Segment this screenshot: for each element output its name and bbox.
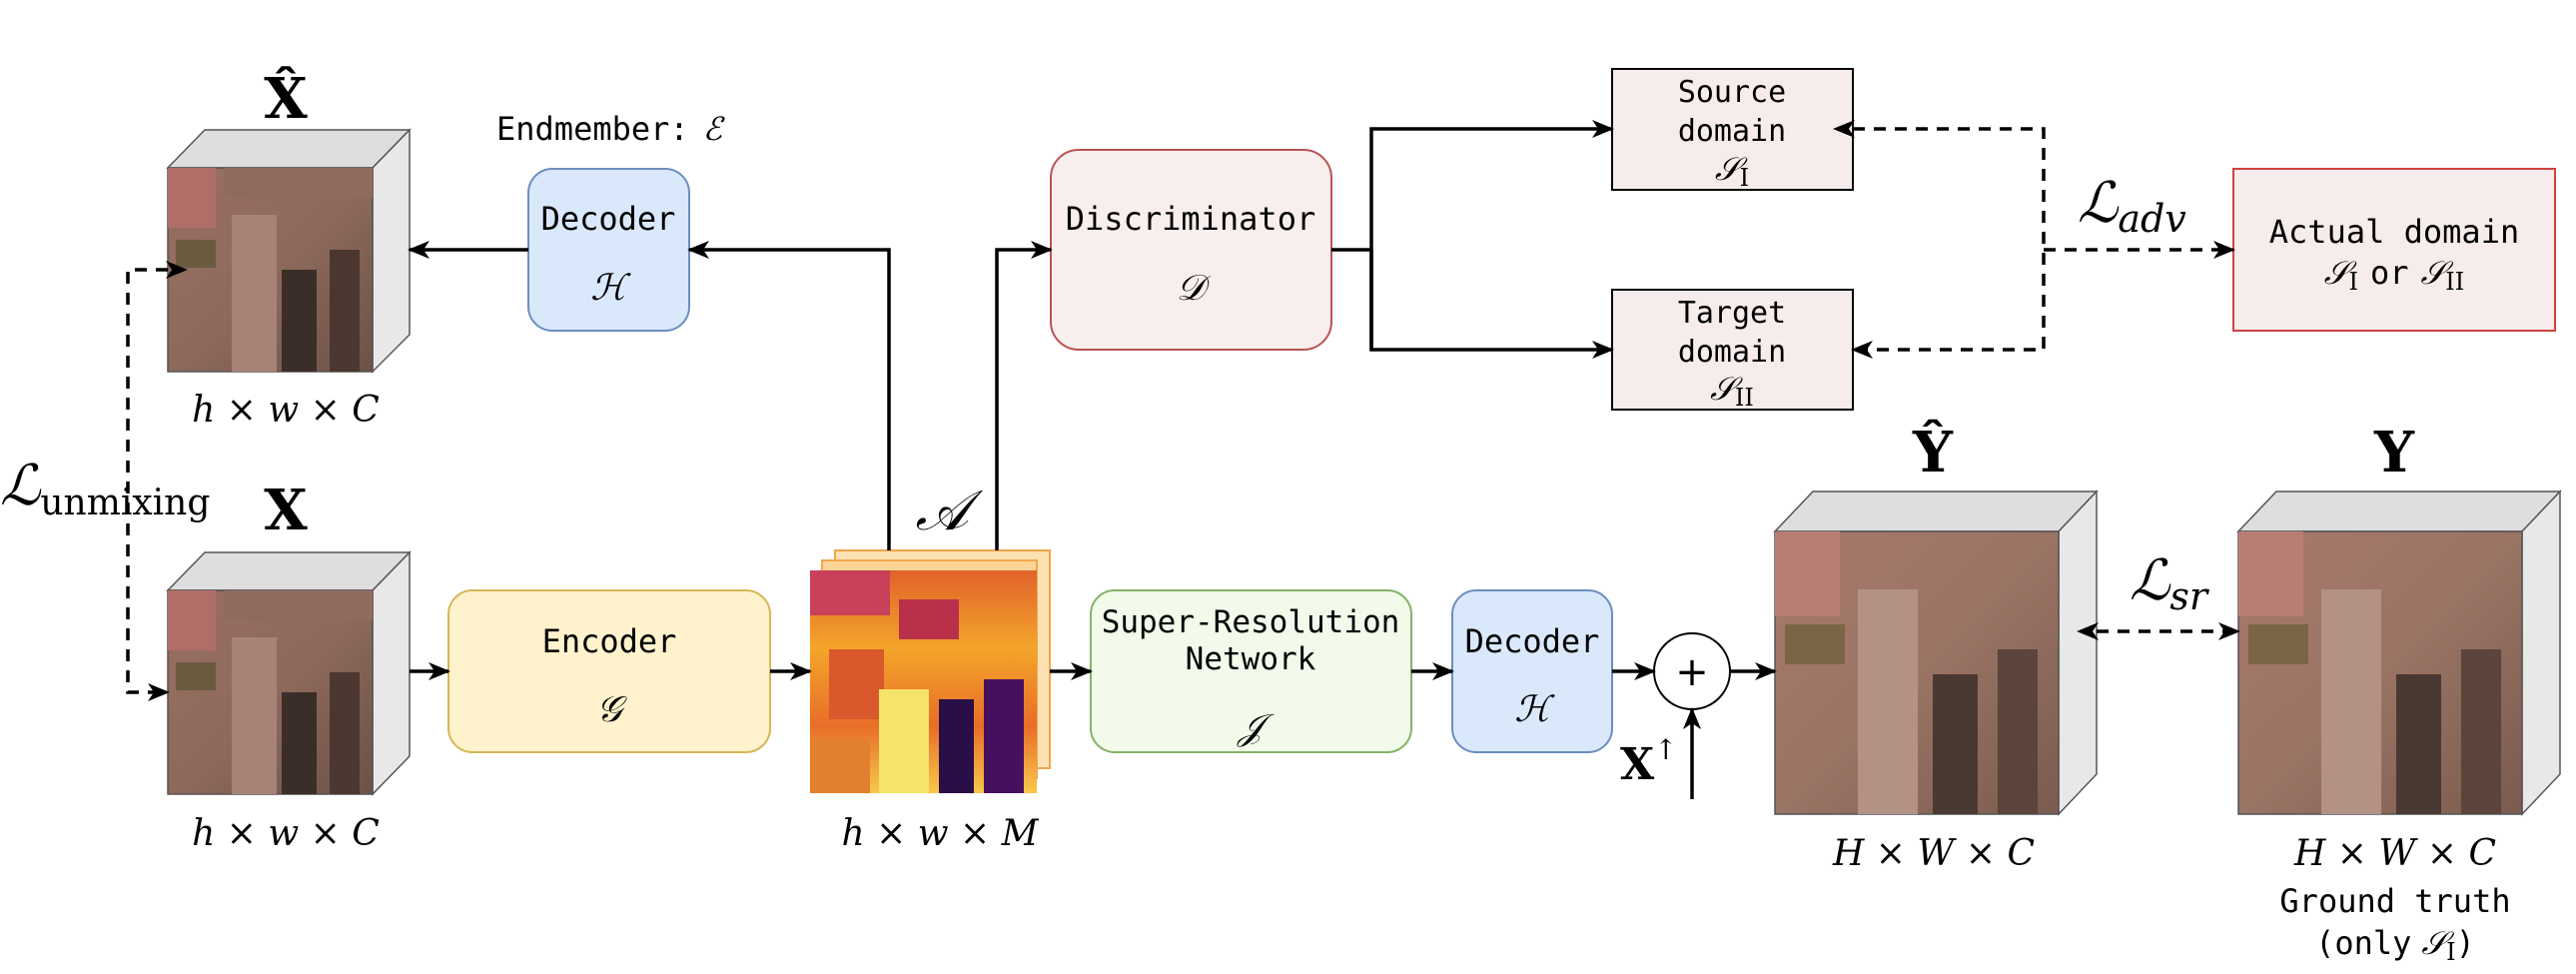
upsampled-input-label: X↑	[1620, 733, 1678, 790]
discriminator-title: Discriminator	[1066, 200, 1315, 238]
unmixing-loss-subscript: unmixing	[40, 483, 210, 523]
endmember-prefix: Endmember:	[496, 110, 689, 148]
decoder-bottom-title: Decoder	[1465, 622, 1600, 660]
endmember-label: Endmember: ℰ	[496, 110, 726, 148]
sr-output-dims: H × W × C	[1832, 833, 2035, 874]
adv-loss-label: ℒadv	[2078, 171, 2186, 241]
sr-output-cube	[1773, 489, 2099, 816]
sr-network-line2: Network	[1186, 641, 1316, 677]
ground-truth-cube	[2236, 489, 2562, 816]
recon-symbol: X̂	[264, 65, 308, 132]
abundance-symbol: 𝒜	[916, 479, 984, 543]
target-domain-box	[1611, 289, 1854, 411]
actual-domain-line1: Actual domain	[2269, 213, 2519, 251]
input-hsi-cube	[166, 550, 412, 796]
ground-truth-dims: H × W × C	[2293, 833, 2496, 874]
ground-truth-caption-line1: Ground truth	[2279, 882, 2510, 920]
recon-dims: h × w × C	[192, 390, 380, 431]
discriminator-box	[1050, 149, 1332, 351]
target-domain-line1: Target	[1678, 296, 1786, 331]
decoder-bottom-symbol: ℋ	[1514, 689, 1555, 730]
endmember-symbol: ℰ	[703, 110, 726, 148]
source-domain-box	[1611, 68, 1854, 191]
source-domain-line2: domain	[1678, 114, 1786, 149]
target-domain-symbol: 𝒮II	[1710, 370, 1754, 412]
sum-symbol: +	[1675, 649, 1709, 695]
input-symbol: X	[264, 478, 308, 543]
abundance-maps-stack	[810, 549, 1051, 793]
dataflow-arrows	[408, 120, 1777, 799]
source-domain-line1: Source	[1678, 75, 1786, 110]
unmixing-loss-symbol: ℒ	[0, 454, 42, 518]
unmixing-loss-label: ℒunmixing	[0, 454, 210, 523]
decoder-top-symbol: ℋ	[590, 268, 631, 309]
target-domain-line2: domain	[1678, 335, 1786, 370]
loss-arrows	[126, 120, 2240, 701]
encoder-title: Encoder	[542, 622, 677, 660]
sr-loss-label: ℒsr	[2130, 548, 2210, 618]
abundance-dims: h × w × M	[842, 813, 1040, 854]
decoder-top-title: Decoder	[541, 200, 676, 238]
ground-truth-symbol: Y	[2373, 420, 2415, 486]
input-dims: h × w × C	[192, 813, 380, 854]
reconstructed-hsi-cube	[166, 128, 412, 374]
sr-network-line1: Super-Resolution	[1102, 604, 1400, 640]
sr-output-symbol: Ŷ	[1912, 419, 1954, 486]
